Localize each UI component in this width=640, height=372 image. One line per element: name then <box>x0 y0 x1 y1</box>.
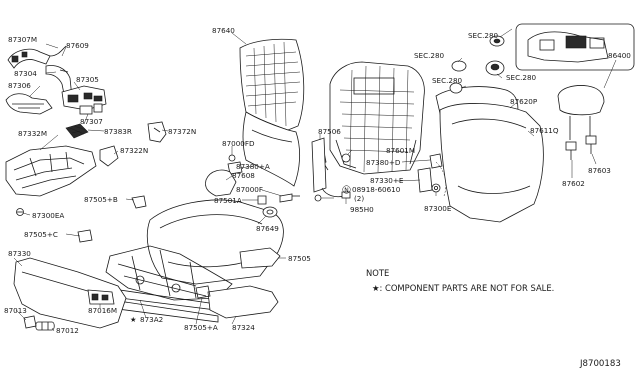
label-87380d: 87380+D <box>366 158 401 167</box>
note-title: NOTE <box>366 268 389 278</box>
label-87501a: 87501A <box>214 196 242 205</box>
seatback-trim-87611q <box>439 103 544 223</box>
label-87013: 87013 <box>4 306 27 315</box>
clip-87380a <box>227 161 243 175</box>
note-block: NOTE ★: COMPONENT PARTS ARE NOT FOR SALE… <box>366 268 554 293</box>
plate-87330e <box>417 167 433 193</box>
harness-87307m <box>7 45 67 69</box>
label-sec280-c: SEC.280 <box>506 73 537 82</box>
clip-87380d <box>429 153 443 169</box>
label-87505c: 87505+C <box>24 230 58 239</box>
label-08918-qty: (2) <box>354 194 364 203</box>
clip-87505b <box>131 195 147 209</box>
label-87012: 87012 <box>56 326 79 335</box>
bracket-87608 <box>205 169 237 197</box>
label-87380a: 87380+A <box>236 162 270 171</box>
label-87372n: 87372N <box>168 127 196 136</box>
label-87608: 87608 <box>232 171 255 180</box>
clip-87505a <box>195 285 211 299</box>
label-87300e: 87300E <box>424 204 452 213</box>
label-87601m: 87601M <box>386 146 415 155</box>
circle-n-marker <box>342 185 351 194</box>
label-87505b: 87505+B <box>84 195 118 204</box>
sec280-part-a <box>489 35 505 47</box>
diagram-code: J8700183 <box>579 359 621 369</box>
knob-87016m <box>87 289 115 305</box>
clip-87501a <box>257 195 267 205</box>
label-873a2: 873A2 <box>140 315 163 324</box>
grommet-87601m <box>341 153 351 163</box>
label-87307m: 87307M <box>8 35 37 44</box>
label-sec280-b: SEC.280 <box>414 51 445 60</box>
label-87000fd: 87000FD <box>222 139 255 148</box>
clip-87372n <box>147 121 167 143</box>
label-circle-n: N <box>344 187 349 194</box>
clip-87300e <box>431 183 441 193</box>
clip-87322n <box>99 145 119 167</box>
note-text: ★: COMPONENT PARTS ARE NOT FOR SALE. <box>372 283 554 293</box>
seatback-frame <box>329 61 425 175</box>
label-985h0: 985H0 <box>350 205 374 214</box>
back-board-87640 <box>242 111 300 187</box>
label-87330: 87330 <box>8 249 31 258</box>
label-87649: 87649 <box>256 224 279 233</box>
leader-lines <box>13 28 617 332</box>
label-87000f: 87000F <box>236 185 263 194</box>
harness-87306 <box>5 93 53 115</box>
label-87322n: 87322N <box>120 146 148 155</box>
knob-87012 <box>35 321 55 331</box>
bolt-87000f <box>279 193 300 203</box>
clip-87000fd <box>228 154 236 162</box>
frame-87332m <box>5 145 97 197</box>
label-87611q: 87611Q <box>530 126 559 135</box>
grommet-87649 <box>262 206 278 218</box>
cover-87506 <box>311 137 327 193</box>
label-86400: 86400 <box>608 51 631 60</box>
label-sec280-a: SEC.280 <box>468 31 499 40</box>
vehicle-locator <box>515 23 635 71</box>
label-87305: 87305 <box>76 75 99 84</box>
label-sec280-d: SEC.280 <box>432 76 463 85</box>
guide-87603 <box>585 135 597 154</box>
label-87306: 87306 <box>8 81 31 90</box>
label-87603: 87603 <box>588 166 611 175</box>
label-87383r: 87383R <box>104 127 132 136</box>
finisher-87324 <box>207 285 279 319</box>
clip-87505c <box>77 229 93 243</box>
label-87324: 87324 <box>232 323 255 332</box>
connector-87307 <box>79 103 103 115</box>
guide-87602 <box>565 141 577 160</box>
headrest-86400 <box>557 85 605 140</box>
label-873a2-star: ★ <box>130 315 136 324</box>
label-87505a: 87505+A <box>184 323 218 332</box>
back-panel-87640 <box>239 38 305 131</box>
label-87609: 87609 <box>66 41 89 50</box>
sec280-part-c <box>485 60 505 76</box>
label-87330e: 87330+E <box>370 176 404 185</box>
label-87307: 87307 <box>80 117 103 126</box>
label-87505: 87505 <box>288 254 311 263</box>
knob-87013 <box>23 315 37 329</box>
part-labels: 87307M 87609 87304 87306 87305 87307 873… <box>4 26 631 335</box>
label-87016m: 87016M <box>88 306 117 315</box>
label-87332m: 87332M <box>18 129 47 138</box>
label-87620p: 87620P <box>510 97 538 106</box>
label-87300ea: 87300EA <box>32 211 64 220</box>
label-87640: 87640 <box>212 26 235 35</box>
sec280-part-b <box>451 60 467 72</box>
clip-87300ea <box>16 208 24 216</box>
label-87304: 87304 <box>14 69 37 78</box>
label-08918: 08918-60610 <box>352 185 401 194</box>
motor-87383r <box>65 123 89 139</box>
label-87506: 87506 <box>318 127 341 136</box>
bolt-08918 <box>314 194 334 202</box>
label-87602: 87602 <box>562 179 585 188</box>
sec280-part-d <box>449 82 463 94</box>
finisher-87505 <box>239 247 281 269</box>
